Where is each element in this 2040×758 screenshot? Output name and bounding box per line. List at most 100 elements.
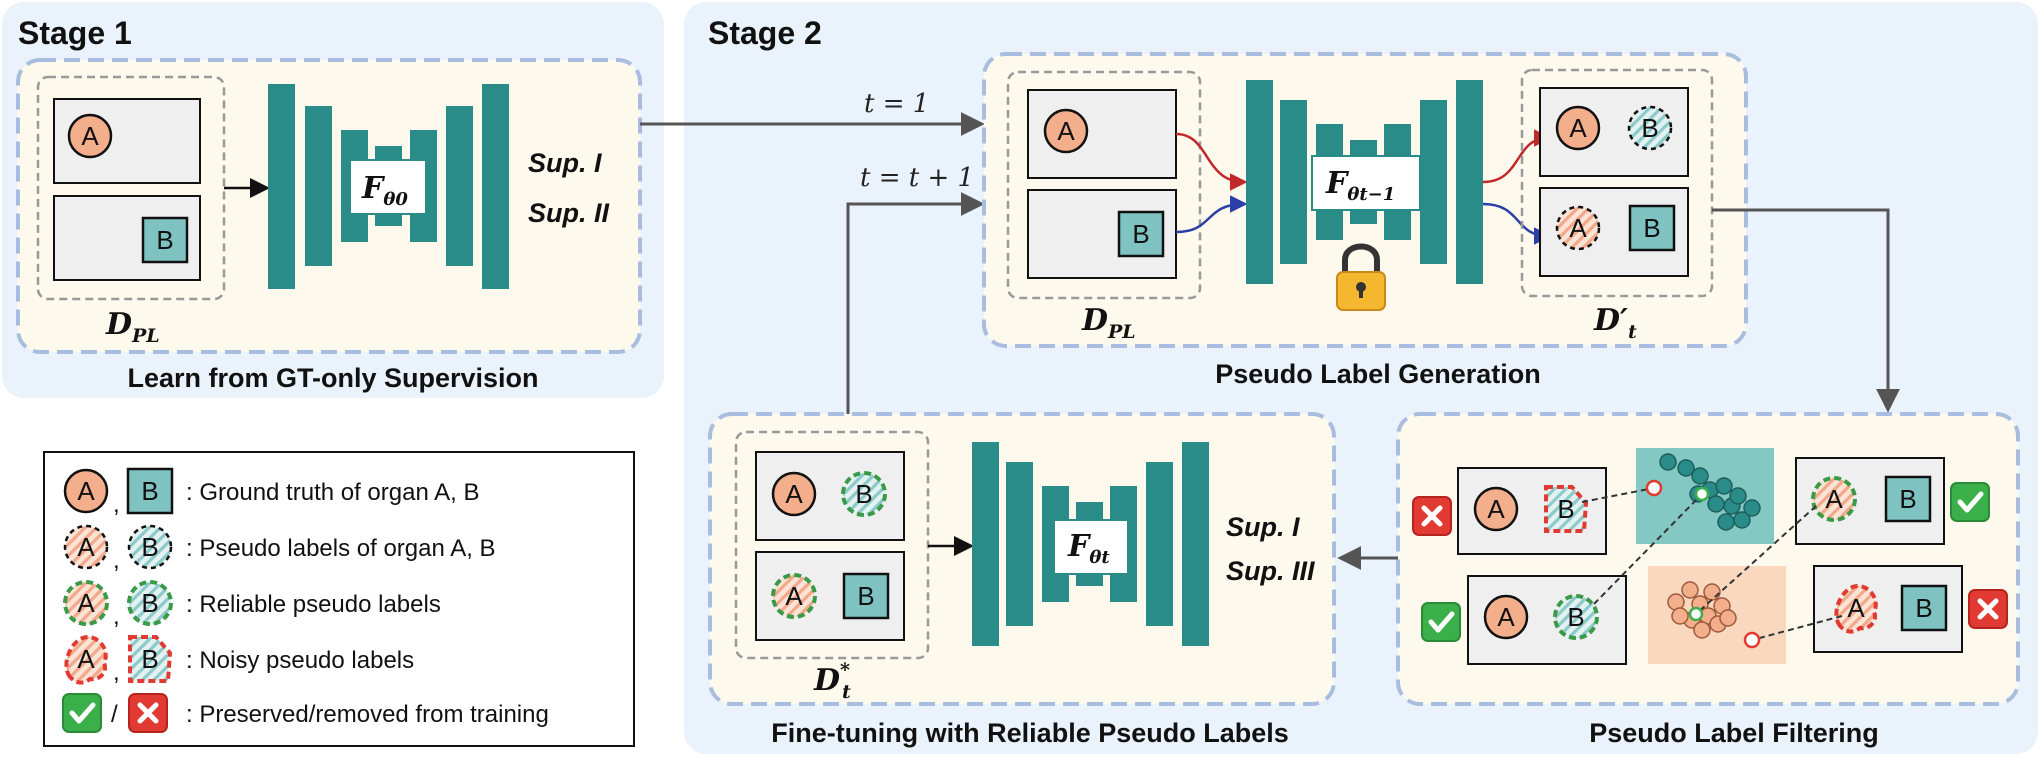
legend-comma: , (113, 603, 120, 630)
legend-comma: , (113, 547, 120, 574)
organ-a-letter: A (1569, 113, 1587, 143)
cross-icon (129, 694, 167, 732)
generation-output-label: D′t (1593, 303, 1637, 343)
finetune-sup-3: Sup. III (1226, 556, 1315, 586)
arrow-to-filtering (1712, 208, 1900, 413)
legend-row-pseudo: A , B : Pseudo labels of organ A, B (63, 524, 496, 574)
check-icon (1951, 483, 1989, 521)
label-t-increment: t = t + 1 (860, 163, 974, 193)
organ-a-gt: A (1473, 486, 1519, 532)
finetune-dataset-label: D*t (813, 659, 851, 703)
organ-b-letter: B (1915, 593, 1932, 623)
organ-b-letter: B (141, 644, 158, 674)
organ-b-letter: B (1557, 494, 1574, 524)
organ-a-gt: A (1555, 105, 1601, 151)
finetune-network: Fθt (972, 442, 1209, 646)
organ-a-letter: A (77, 476, 95, 506)
organ-a-gt: A (1043, 108, 1089, 154)
cross-icon (1413, 497, 1451, 535)
organ-a-gt: A (771, 471, 817, 517)
organ-b-letter: B (156, 225, 173, 255)
legend-pseudo-text: : Pseudo labels of organ A, B (186, 535, 496, 562)
red-flow-out (1482, 129, 1552, 184)
organ-b-letter: B (1132, 219, 1149, 249)
finetune-sup-1: Sup. I (1226, 512, 1300, 542)
organ-b-letter: B (1641, 113, 1658, 143)
inlier-marker-3 (1688, 606, 1704, 622)
legend-preserved-text: : Preserved/removed from training (186, 701, 549, 728)
organ-a-letter: A (1569, 213, 1587, 243)
organ-a-letter: A (785, 479, 803, 509)
blue-flow-out (1482, 202, 1552, 245)
generation-caption: Pseudo Label Generation (1215, 359, 1541, 389)
label-t-equals-1: t = 1 (864, 89, 929, 119)
generation-network-label: Fθt−1 (1325, 166, 1395, 205)
filtering-caption: Pseudo Label Filtering (1589, 718, 1879, 748)
organ-b-gt: B (1900, 584, 1948, 632)
arrow-t-increment (846, 192, 985, 416)
organ-b-letter: B (857, 581, 874, 611)
generation-input-label: DPL (1081, 303, 1136, 343)
check-icon (1422, 603, 1460, 641)
legend-reliable-text: : Reliable pseudo labels (186, 591, 441, 618)
organ-a-letter: A (77, 532, 95, 562)
legend-row-preserved: / : Preserved/removed from training (63, 694, 549, 732)
organ-b-gt: B (1628, 204, 1676, 252)
legend-comma: , (113, 491, 120, 518)
lock-icon (1336, 243, 1386, 311)
stage2-title: Stage 2 (708, 15, 822, 51)
reliable-b: B (841, 471, 887, 517)
stage1-network: Fθ0 (268, 84, 509, 289)
stage1-network-label: Fθ0 (361, 171, 408, 210)
legend-comma: , (113, 659, 120, 686)
outlier-marker-1 (1645, 479, 1663, 497)
organ-b-letter: B (1899, 484, 1916, 514)
noisy-b: B (1544, 485, 1588, 533)
stage1-caption: Learn from GT-only Supervision (127, 363, 538, 393)
cluster-a-area (1648, 566, 1786, 664)
legend-slash: / (111, 701, 118, 728)
generation-output-box (1520, 68, 1714, 298)
legend-row-gt: A , B : Ground truth of organ A, B (63, 467, 480, 518)
organ-b-gt: B (141, 216, 189, 264)
blue-flow-in (1175, 195, 1248, 234)
pseudo-a: A (1555, 205, 1601, 251)
legend-row-reliable: A , B : Reliable pseudo labels (63, 580, 441, 630)
organ-a-gt: A (1483, 594, 1529, 640)
organ-b-letter: B (1643, 213, 1660, 243)
organ-b-letter: B (1567, 602, 1584, 632)
organ-b-letter: B (141, 532, 158, 562)
link-4 (1751, 615, 1843, 641)
legend-noisy-text: : Noisy pseudo labels (186, 647, 414, 674)
outlier-marker-4 (1743, 631, 1761, 649)
check-icon (63, 694, 101, 732)
link-3 (1695, 505, 1817, 615)
link-1 (1581, 487, 1655, 503)
organ-a-letter: A (1057, 116, 1075, 146)
legend-row-noisy: A , B : Noisy pseudo labels (64, 635, 414, 686)
organ-a-gt: A (67, 113, 113, 159)
link-2 (1593, 493, 1703, 605)
cross-icon (1969, 590, 2007, 628)
organ-b-letter: B (141, 476, 158, 506)
generation-network: Fθt−1 (1246, 80, 1483, 284)
organ-a-letter: A (785, 581, 803, 611)
organ-b-gt: B (842, 572, 890, 620)
organ-a-letter: A (1847, 593, 1865, 623)
reliable-b: B (1553, 594, 1599, 640)
organ-a-letter: A (1487, 494, 1505, 524)
reliable-a: A (1811, 476, 1857, 522)
organ-a-letter: A (81, 121, 99, 151)
stage1-sup-2: Sup. II (528, 198, 609, 228)
organ-b-gt: B (1884, 475, 1932, 523)
inlier-marker-2 (1694, 486, 1710, 502)
organ-b-gt: B (1117, 210, 1165, 258)
legend-gt-text: : Ground truth of organ A, B (186, 479, 480, 506)
organ-a-letter: A (77, 644, 95, 674)
pseudo-b: B (1627, 105, 1673, 151)
organ-b-letter: B (141, 588, 158, 618)
cluster-b-points (1659, 453, 1761, 531)
stage1-title: Stage 1 (18, 15, 132, 51)
noisy-a: A (1834, 584, 1878, 634)
